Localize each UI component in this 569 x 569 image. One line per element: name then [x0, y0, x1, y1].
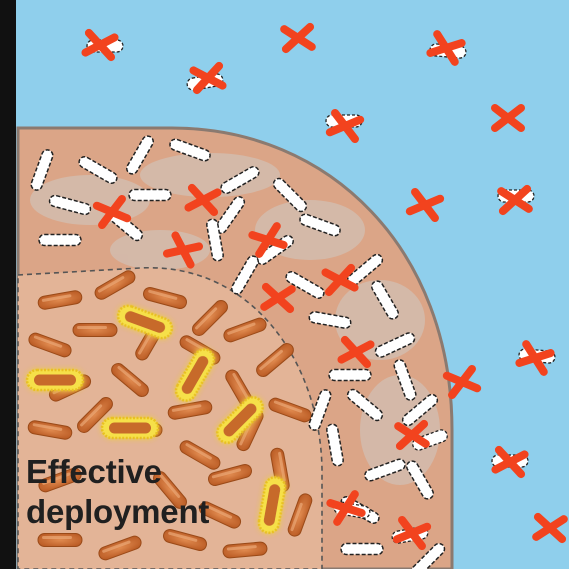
dashed-white-rod-icon [39, 235, 81, 246]
glowing-yellow-rod-icon [27, 370, 83, 390]
dashed-white-rod-icon [329, 370, 371, 381]
dashed-white-rod-icon [341, 544, 383, 555]
left-bar [0, 0, 16, 569]
dashed-white-rod-icon [129, 190, 171, 201]
orange-rod-icon [38, 534, 82, 547]
glowing-yellow-rod-icon [102, 418, 158, 438]
orange-rod-icon [73, 324, 117, 337]
